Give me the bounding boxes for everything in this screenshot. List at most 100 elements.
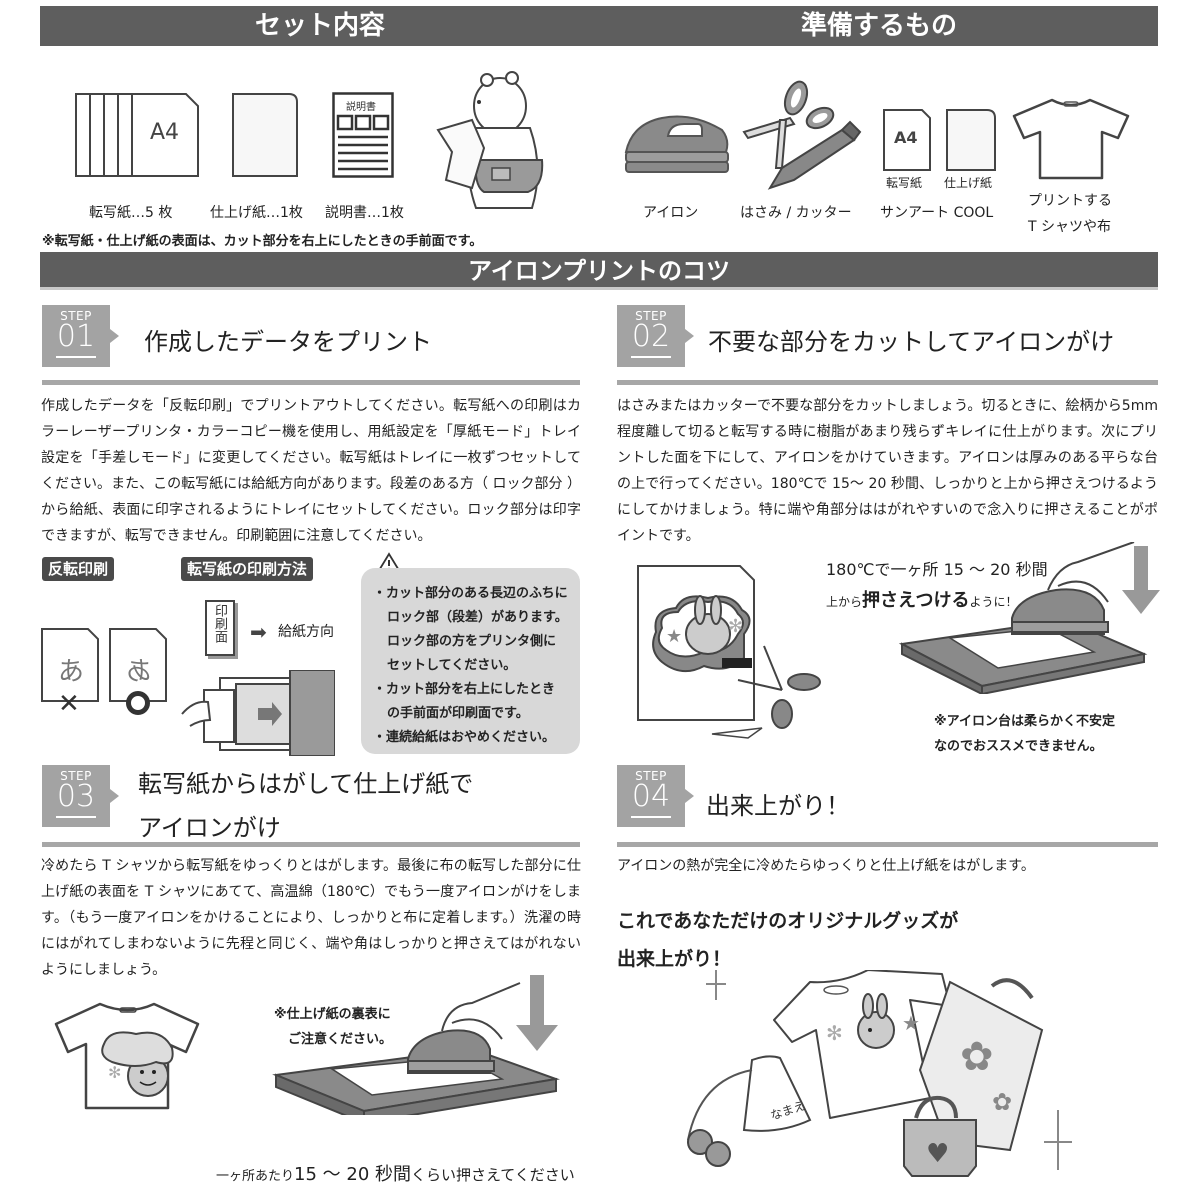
svg-text:✻: ✻ (826, 1021, 843, 1045)
step-body: アイロンの熱が完全に冷めたらゆっくりと仕上げ紙をはがします。 (617, 858, 1035, 874)
a4-label: A4 (894, 128, 918, 147)
section-header-set-contents: セット内容 (40, 6, 600, 46)
set-item-label: 転写紙…5 枚 (89, 205, 173, 221)
cross-mark-icon: ✕ (58, 689, 80, 719)
step-badge-04: STEP 04 (617, 765, 694, 827)
print-face-sheet: 印刷面 (205, 600, 235, 656)
section-header-prepare: 準備するもの (600, 6, 1158, 46)
warning-line: ・カット部分のある長辺のふちに (373, 586, 568, 601)
svg-text:♥: ♥ (926, 1139, 949, 1169)
ironing-board-illustration (898, 542, 1160, 694)
step-divider (42, 842, 580, 847)
circle-mark-icon (126, 691, 150, 715)
sunart-cool-finishing-sheet-icon (945, 108, 997, 172)
callout-big: 押さえつける (862, 590, 970, 611)
warning-line: ・カット部分を右上にしたとき (373, 682, 556, 697)
feed-direction-label: 給紙方向 (278, 624, 334, 640)
step-badge-01: STEP 01 (42, 305, 119, 367)
section-title: アイロンプリントのコツ (467, 257, 731, 285)
step-title-line2: アイロンがけ (138, 814, 281, 842)
svg-text:✻: ✻ (108, 1063, 121, 1082)
mirror-char: あ (58, 657, 85, 687)
sheet-sub-label: 転写紙 (886, 176, 923, 190)
callout-small: ように！ (969, 595, 1018, 609)
scissors-cutter-icon (742, 80, 862, 190)
print-face-label: 印刷面 (212, 604, 227, 643)
step-arrow-icon (685, 789, 694, 803)
svg-text:✿: ✿ (960, 1034, 994, 1080)
step-arrow-icon (110, 789, 119, 803)
svg-text:★: ★ (902, 1011, 920, 1035)
warning-line: ロック部（段差）があります。 (387, 610, 568, 625)
warning-line: セットしてください。 (387, 658, 517, 673)
set-item-label: 仕上げ紙…1枚 (210, 205, 303, 221)
finished-goods-illustration: ✻ ★ なまえ ✿ ✿ ♥ (640, 970, 1100, 1196)
iron-callout-line1: 180℃で一ヶ所 15 ～ 20 秒間 (826, 560, 1048, 579)
prepare-item-label: プリントする (1028, 193, 1112, 209)
iron-board-note: なのでおススメできません。 (934, 739, 1103, 754)
step-badge-03: STEP 03 (42, 765, 119, 827)
warning-line: ・連続給紙はおやめください。 (373, 730, 556, 745)
svg-text:✿: ✿ (992, 1088, 1012, 1116)
prepare-item-label: はさみ / カッター (740, 205, 852, 221)
step-underline (56, 356, 96, 358)
press-small: 一ヶ所あたり (216, 1169, 295, 1184)
step-underline (631, 816, 671, 818)
step-label: STEP (635, 309, 667, 323)
step-label: STEP (60, 769, 92, 783)
warning-line: の手前面が印刷面です。 (387, 706, 529, 721)
callout-small: 上から (826, 595, 863, 609)
correct-orientation-sheet: あ (108, 627, 168, 715)
step-number: 02 (631, 319, 671, 354)
a4-label: A4 (150, 120, 180, 145)
mirror-char-reversed: あ (126, 657, 153, 687)
step-body: はさみまたはカッターで不要な部分をカットしましょう。切るときに、絵柄から5mm … (617, 398, 1158, 544)
step-body: 冷めたら T シャツから転写紙をゆっくりとはがします。最後に布の転写した部分に仕… (41, 858, 581, 978)
sheet-sub-label: 仕上げ紙 (944, 176, 993, 190)
tshirt-icon (1010, 96, 1132, 180)
step-title-line1: 転写紙からはがして仕上げ紙で (138, 770, 474, 798)
mirror-print-tag: 反転印刷 (42, 557, 115, 581)
step-title: 不要な部分をカットしてアイロンがけ (708, 328, 1115, 356)
press-duration-note: 一ヶ所あたり15 ～ 20 秒間くらい押さえてください (216, 1160, 575, 1186)
step-label: STEP (60, 309, 92, 323)
wrong-orientation-sheet: あ ✕ (40, 627, 100, 719)
set-item-label: 説明書…1枚 (325, 205, 404, 221)
step-label: STEP (635, 769, 667, 783)
svg-text:★: ★ (666, 626, 682, 647)
set-contents-note: ※転写紙・仕上げ紙の表面は、カット部分を右上にしたときの手前面です。 (42, 234, 483, 249)
step-badge-02: STEP 02 (617, 305, 694, 367)
finishing-sheet-note: ※仕上げ紙の裏表に (274, 1007, 391, 1022)
iron-icon (622, 112, 734, 178)
step-arrow-icon (685, 329, 694, 343)
step-divider (42, 380, 580, 385)
bear-with-apron-illustration (432, 68, 552, 216)
step-divider (617, 842, 1158, 847)
step-number: 04 (631, 779, 671, 814)
step-divider (617, 380, 1158, 385)
prepare-item-label: アイロン (643, 205, 699, 221)
finishing-sheet-icon (231, 92, 301, 178)
tshirt-transfer-illustration: ✻ (52, 1000, 202, 1112)
step-body: 作成したデータを「反転印刷」でプリントアウトしてください。転写紙への印刷はカラー… (41, 398, 581, 544)
cut-sheet-illustration: ★ ✻ (632, 562, 832, 744)
press-rest: くらい押さえてください (411, 1166, 575, 1184)
warning-box: ・カット部分のある長辺のふちに ロック部（段差）があります。 ロック部の方をプリ… (361, 568, 580, 754)
section-title: セット内容 (254, 11, 385, 41)
feed-arrow-icon: ➡ (250, 620, 267, 644)
finished-headline: これであなただけのオリジナルグッズが (617, 910, 959, 932)
step-number: 01 (56, 319, 96, 354)
section-header-tips: アイロンプリントのコツ (40, 252, 1158, 290)
iron-callout-line2: 上から押さえつけるように！ (826, 586, 1018, 612)
step-arrow-icon (110, 329, 119, 343)
sunart-cool-transfer-sheet-icon: A4 (882, 108, 932, 172)
print-method-tag: 転写紙の印刷方法 (181, 557, 314, 581)
finished-headline: 出来上がり！ (617, 948, 732, 970)
step-title: 作成したデータをプリント (144, 328, 432, 356)
prepare-item-label: T シャツや布 (1028, 219, 1112, 235)
step-underline (631, 356, 671, 358)
printer-tray-illustration (180, 670, 335, 756)
ironing-board-illustration (272, 975, 572, 1115)
svg-text:✻: ✻ (728, 616, 743, 637)
a4-transfer-sheets-icon: A4 (74, 92, 202, 178)
